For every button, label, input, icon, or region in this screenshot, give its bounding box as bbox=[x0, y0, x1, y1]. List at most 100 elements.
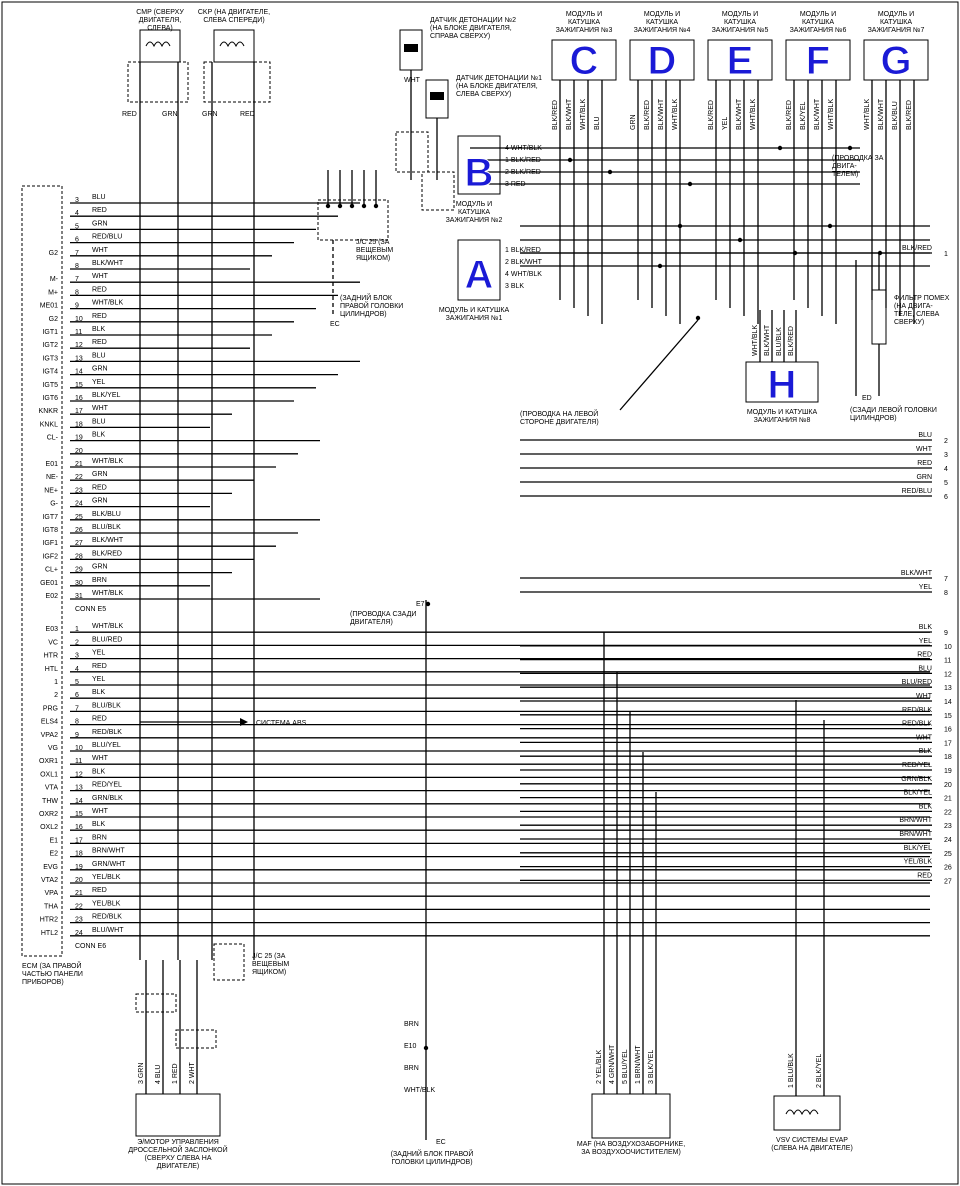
ignition-module-F-box bbox=[785, 39, 851, 81]
bus-splice bbox=[567, 157, 573, 163]
ignition-module-E-label: МОДУЛЬ И bbox=[722, 11, 758, 18]
ecm-pin-number: 16 bbox=[75, 395, 83, 402]
ecm-pin-wire-color: YEL/BLK bbox=[92, 900, 121, 907]
ecm-pin-name: M- bbox=[50, 276, 59, 283]
ecm-pin-wire-color: GRN bbox=[92, 366, 108, 373]
right-output-number: 20 bbox=[944, 782, 952, 789]
ecm-pin-number: 21 bbox=[75, 461, 83, 468]
module-A-pin: 1 BLK/RED bbox=[505, 247, 541, 254]
ignition-module-C-label: МОДУЛЬ И bbox=[566, 11, 602, 18]
ecm-pin-number: 7 bbox=[75, 705, 79, 712]
noise-filter-label: (НА ДВИГА- bbox=[894, 303, 933, 310]
ecm-pin-name: HTR bbox=[44, 653, 58, 660]
ignition-module-D-letter: D bbox=[648, 39, 677, 83]
ecm-pin-number: 23 bbox=[75, 917, 83, 924]
jc25-splice bbox=[349, 203, 355, 209]
right-output-wire-color: BLU bbox=[918, 432, 932, 439]
ecm-pin-number: 29 bbox=[75, 567, 83, 574]
ecm-pin-name: VG bbox=[48, 745, 58, 752]
ecm-pin-number: 17 bbox=[75, 837, 83, 844]
ecm-pin-number: 26 bbox=[75, 527, 83, 534]
ckp-coil-icon bbox=[219, 41, 245, 48]
ecm-pin-name: GE01 bbox=[40, 580, 58, 587]
ecm-pin-number: 8 bbox=[75, 719, 79, 726]
bus-splice bbox=[687, 181, 693, 187]
ignition-module-A-label: МОДУЛЬ И КАТУШКА bbox=[439, 307, 510, 314]
ecm-pin-number: 10 bbox=[75, 316, 83, 323]
knock-sensor-1-label: ДАТЧИК ДЕТОНАЦИИ №1 bbox=[456, 75, 542, 82]
module-C-pin-color: BLU bbox=[594, 116, 601, 130]
ecm-pin-wire-color: GRN bbox=[92, 498, 108, 505]
ignition-module-D-label: КАТУШКА bbox=[646, 19, 678, 26]
ckp-sensor-label: СЛЕВА СПЕРЕДИ) bbox=[203, 17, 264, 24]
ecm-pin-number: 27 bbox=[75, 540, 83, 547]
ecm-pin-wire-color: WHT bbox=[92, 755, 109, 762]
right-output-number: 10 bbox=[944, 644, 952, 651]
right-output-wire-color: RED bbox=[917, 460, 932, 467]
ecm-pin-number: 12 bbox=[75, 342, 83, 349]
jc25-top-label: ЯЩИКОМ) bbox=[356, 255, 390, 262]
ground-ec-bottom-id: EC bbox=[436, 1139, 446, 1146]
ignition-module-C-letter: C bbox=[570, 39, 599, 83]
ecm-pin-wire-color: GRN bbox=[92, 220, 108, 227]
right-output-number: 16 bbox=[944, 727, 952, 734]
knock-sensor-2-icon bbox=[404, 44, 418, 52]
ecm-pin-number: 19 bbox=[75, 864, 83, 871]
ignition-module-C-label: ЗАЖИГАНИЯ №3 bbox=[556, 27, 613, 34]
ground-ec-top-id: EC bbox=[330, 321, 340, 328]
ground-ec-top-label: ЦИЛИНДРОВ) bbox=[340, 311, 387, 318]
throttle-wire-label: 2 WHT bbox=[189, 1062, 196, 1085]
ecm-pin-wire-color: WHT/BLK bbox=[92, 458, 123, 465]
ckp-wire-label: GRN bbox=[202, 111, 218, 118]
ecm-pin-number: 2 bbox=[75, 639, 79, 646]
right-output-wire-color: YEL bbox=[919, 584, 932, 591]
right-output-number: 1 bbox=[944, 251, 948, 258]
right-output-wire-color: WHT bbox=[916, 446, 933, 453]
ecm-pin-name: G2 bbox=[49, 316, 58, 323]
vsv-wire-label: 2 BLK/YEL bbox=[816, 1054, 823, 1088]
behind-engine-note: (ПРОВОДКА СЗАДИ bbox=[350, 611, 416, 618]
ecm-pin-number: 12 bbox=[75, 771, 83, 778]
ignition-module-A-box bbox=[457, 239, 501, 301]
ecm-pin-number: 18 bbox=[75, 421, 83, 428]
right-output-number: 14 bbox=[944, 699, 952, 706]
right-output-wire-color: BRN/WHT bbox=[899, 831, 932, 838]
ecm-pin-number: 15 bbox=[75, 811, 83, 818]
ignition-module-B-label: МОДУЛЬ И bbox=[456, 201, 492, 208]
ecm-pin-name: E1 bbox=[49, 837, 58, 844]
ecm-pin-number: 23 bbox=[75, 487, 83, 494]
ecm-pin-name: IGF1 bbox=[42, 540, 58, 547]
bus-splice bbox=[677, 223, 683, 229]
ecm-pin-wire-color: RED bbox=[92, 207, 107, 214]
ecm-pin-number: 6 bbox=[75, 237, 79, 244]
ecm-pin-wire-color: RED bbox=[92, 484, 107, 491]
right-output-number: 4 bbox=[944, 466, 948, 473]
module-D-pin-color: BLK/WHT bbox=[658, 98, 665, 130]
ignition-module-E-box bbox=[707, 39, 773, 81]
ecm-pin-number: 18 bbox=[75, 851, 83, 858]
ignition-module-F-label: ЗАЖИГАНИЯ №6 bbox=[790, 27, 847, 34]
right-output-number: 19 bbox=[944, 768, 952, 775]
knock-sensor-1-icon bbox=[430, 92, 444, 100]
ecm-pin-number: 31 bbox=[75, 593, 83, 600]
ecm-pin-wire-color: BLK/BLU bbox=[92, 511, 121, 518]
ecm-pin-wire-color: WHT/BLK bbox=[92, 590, 123, 597]
jc25-bottom-label: J/C 25 (ЗА bbox=[252, 953, 286, 960]
behind-engine-note-2: ТЕЛЕМ) bbox=[832, 171, 858, 178]
ignition-module-E-label: ЗАЖИГАНИЯ №5 bbox=[712, 27, 769, 34]
right-output-number: 8 bbox=[944, 590, 948, 597]
ignition-module-E-label: КАТУШКА bbox=[724, 19, 756, 26]
ecm-pin-name: THW bbox=[42, 798, 58, 805]
ecm-pin-wire-color: YEL bbox=[92, 379, 105, 386]
maf-label: ЗА ВОЗДУХООЧИСТИТЕЛЕМ) bbox=[581, 1149, 681, 1156]
ignition-module-H-label: ЗАЖИГАНИЯ №8 bbox=[754, 417, 811, 424]
ignition-module-E-letter: E bbox=[727, 39, 754, 83]
ecm-pin-name: M+ bbox=[48, 289, 58, 296]
ecm-pin-name: IGT7 bbox=[42, 514, 58, 521]
ecm-pin-wire-color: BLK bbox=[92, 326, 106, 333]
ecm-pin-number: 9 bbox=[75, 303, 79, 310]
ecm-pin-wire-color: BLU bbox=[92, 352, 106, 359]
knock-sensor-2-label: СПРАВА СВЕРХУ) bbox=[430, 33, 490, 40]
throttle-wire-label: 1 RED bbox=[172, 1063, 179, 1084]
ecm-pin-name: HTL bbox=[45, 666, 58, 673]
